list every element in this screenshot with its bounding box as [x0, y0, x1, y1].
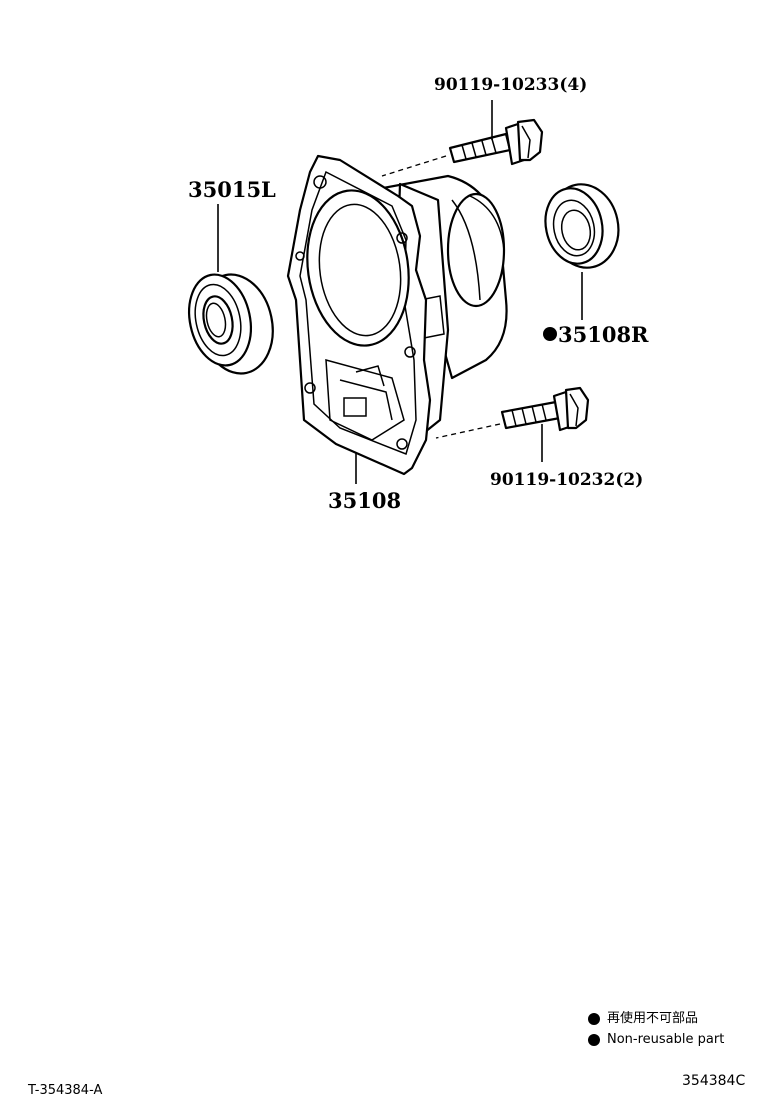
extension-housing [286, 154, 508, 476]
alignment-line-top [381, 155, 447, 177]
label-bolt-top: 90119-10233(4) [434, 75, 587, 95]
label-bearing: 35015L [188, 177, 276, 202]
footer-right-code: 354384C [682, 1073, 746, 1089]
bullet-dot-icon [588, 1012, 600, 1025]
legend: 再使用不可部品 Non-reusable part [588, 1008, 724, 1050]
legend-row-jp: 再使用不可部品 [588, 1008, 724, 1029]
footer-left-code: T-354384-A [28, 1083, 103, 1098]
oil-seal [544, 183, 620, 269]
legend-text-jp: 再使用不可部品 [607, 1011, 699, 1026]
label-housing: 35108 [328, 488, 401, 513]
alignment-line-bottom [435, 423, 501, 439]
bolt-top [448, 118, 544, 166]
label-bolt-bottom: 90119-10232(2) [490, 470, 643, 490]
bullet-dot-icon [588, 1033, 600, 1046]
label-seal: 35108R [558, 322, 649, 347]
non-reusable-marker [543, 327, 557, 341]
bolt-bottom [500, 386, 590, 432]
legend-row-en: Non-reusable part [588, 1029, 724, 1050]
ball-bearing [188, 273, 274, 375]
legend-text-en: Non-reusable part [607, 1032, 725, 1047]
